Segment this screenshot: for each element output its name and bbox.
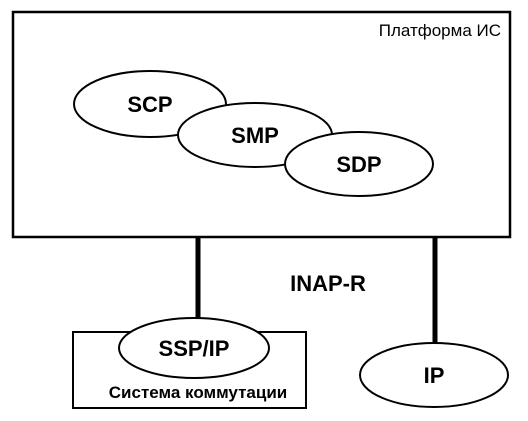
- ip-node: IP: [359, 342, 509, 408]
- switching-system-title: Система коммутации: [109, 383, 287, 402]
- scp-label: SCP: [127, 92, 172, 117]
- protocol-label: INAP-R: [290, 271, 366, 296]
- ip-label: IP: [424, 363, 445, 388]
- ssp-ip-ellipse: [118, 317, 270, 379]
- sdp-label: SDP: [336, 152, 381, 177]
- ip-ellipse: [359, 342, 509, 408]
- smp-label: SMP: [231, 123, 279, 148]
- sdp-node: SDP: [284, 131, 434, 197]
- ssp-ip-node: SSP/IP: [118, 317, 270, 379]
- sdp-ellipse: [284, 131, 434, 197]
- ssp-ip-label: SSP/IP: [159, 336, 230, 361]
- platform-title: Платформа ИС: [379, 21, 501, 40]
